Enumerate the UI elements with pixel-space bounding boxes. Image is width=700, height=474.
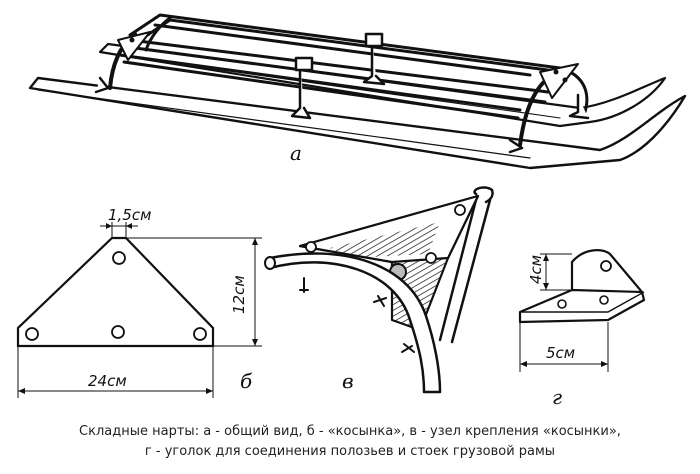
- front-rails: [118, 53, 522, 120]
- gusset-hole-top: [112, 251, 126, 265]
- label-gusset-mount: в: [342, 369, 354, 393]
- corner-bracket-plate: [518, 288, 646, 324]
- gusset-hole-left: [25, 327, 39, 341]
- dim-gusset-height: 12см: [230, 275, 248, 314]
- stanchions: [94, 32, 590, 154]
- dim-gusset-base: 24см: [88, 372, 127, 390]
- curved-frame-tube: [268, 252, 442, 394]
- label-gusset: б: [240, 369, 253, 393]
- gusset-hole-center: [111, 325, 125, 339]
- dim-angle-width: 5см: [546, 344, 575, 362]
- gusset-hole-right: [193, 327, 207, 341]
- figure-caption-line-2: г - уголок для соединения полозьев и сто…: [144, 444, 556, 459]
- dim-angle-height: 4см: [527, 255, 545, 284]
- gusset-plate-drawing: [16, 222, 262, 398]
- top-rails: [128, 13, 572, 104]
- dim-gusset-top-width: 1,5см: [108, 206, 151, 224]
- corner-bracket-drawing: [518, 249, 646, 372]
- label-corner-bracket: г: [552, 385, 562, 409]
- label-general-view: а: [290, 141, 302, 165]
- gusset-mount-assembly: [264, 186, 494, 394]
- figure-caption-line-1: Складные нарты: а - общий вид, б - «косы…: [79, 424, 621, 439]
- sled-general-view: [28, 13, 687, 170]
